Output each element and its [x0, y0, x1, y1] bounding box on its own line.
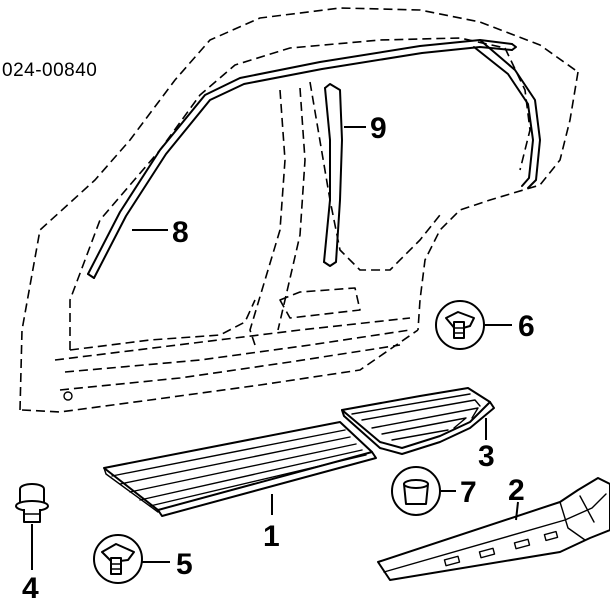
sill-scuff-plate — [103, 421, 377, 517]
callout-1: 1 — [263, 520, 280, 553]
front-door-weatherstrip — [87, 39, 517, 279]
callout-6: 6 — [518, 310, 535, 343]
clip-fastener-small-circled — [93, 534, 143, 584]
plug-grommet — [15, 483, 49, 523]
reference-code: 024-00840 — [2, 60, 97, 81]
callout-4: 4 — [22, 572, 39, 600]
rocker-moulding — [377, 477, 610, 581]
centre-pillar-weatherstrip — [323, 83, 343, 267]
callout-9: 9 — [370, 112, 387, 145]
vehicle-body-outline — [19, 7, 579, 413]
clip-fastener-circled — [435, 300, 485, 350]
rear-sill-plate — [341, 387, 495, 455]
callout-numbers: 8 9 6 3 7 2 1 5 4 — [22, 112, 535, 600]
callout-2: 2 — [508, 474, 525, 507]
callout-3: 3 — [478, 440, 495, 473]
rear-door-weatherstrip — [473, 39, 541, 189]
callout-7: 7 — [460, 476, 477, 509]
callout-8: 8 — [172, 216, 189, 249]
push-clip-circled — [391, 466, 441, 516]
leader-lines — [31, 126, 519, 570]
callout-5: 5 — [176, 548, 193, 581]
